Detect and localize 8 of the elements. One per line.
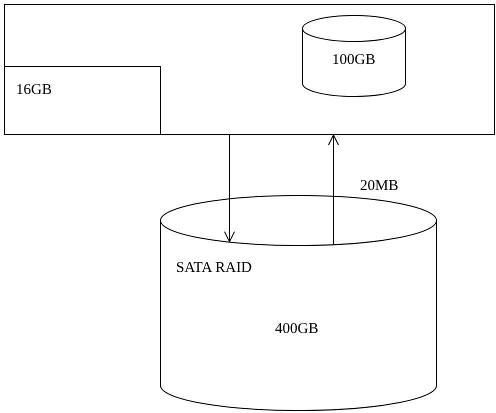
- node-label: 100GB: [332, 53, 376, 68]
- memory-box: [4, 66, 161, 135]
- node-label: 400GB: [275, 322, 318, 337]
- node-label: SATA RAID: [176, 261, 252, 276]
- server-box: [4, 4, 495, 135]
- arrow: [224, 134, 235, 242]
- arrow: [328, 134, 339, 245]
- node-label: 16GB: [16, 83, 52, 98]
